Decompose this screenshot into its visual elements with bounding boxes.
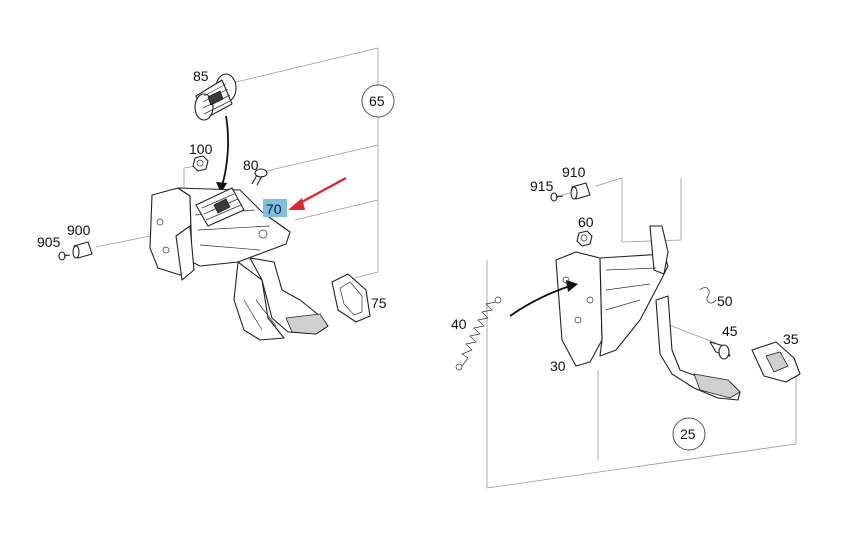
red-arrow-to-70	[288, 176, 347, 210]
label-80: 80	[243, 157, 259, 173]
label-75: 75	[371, 295, 387, 311]
arrow-40-to-bracket	[509, 280, 578, 317]
label-50: 50	[717, 293, 733, 309]
left-guide-lines	[57, 47, 379, 283]
callout-circle-25	[672, 417, 706, 451]
part-80-bolt[interactable]	[251, 168, 268, 186]
label-915: 915	[530, 178, 554, 194]
part-910-sleeve[interactable]	[570, 182, 591, 200]
part-85-assembly[interactable]	[194, 73, 237, 121]
part-100-nut[interactable]	[192, 155, 209, 172]
part-905-pin[interactable]	[58, 251, 71, 261]
part-50-clip[interactable]	[699, 287, 717, 304]
part-40-spring[interactable]	[455, 296, 502, 371]
label-45: 45	[722, 323, 738, 339]
label-30: 30	[550, 358, 566, 374]
label-65: 65	[369, 93, 385, 109]
part-915-pin[interactable]	[550, 192, 564, 202]
part-30-bracket-right[interactable]	[555, 225, 669, 367]
label-40: 40	[451, 316, 467, 332]
label-60: 60	[578, 214, 594, 230]
label-910: 910	[562, 164, 586, 180]
arrow-85-to-bracket	[216, 115, 229, 193]
label-900: 900	[67, 222, 91, 238]
part-900-sleeve[interactable]	[72, 241, 93, 259]
part-25-pedal-arm[interactable]	[655, 295, 741, 401]
part-45-bushing[interactable]	[709, 341, 731, 360]
part-35-pedal-pad[interactable]	[751, 341, 801, 383]
highlight-70	[263, 199, 287, 217]
label-70[interactable]: 70	[266, 201, 282, 217]
label-35: 35	[783, 331, 799, 347]
label-85: 85	[193, 68, 209, 84]
right-guide-lines	[486, 177, 797, 489]
pedal-bracket-left[interactable]	[149, 187, 329, 341]
part-labels: 85 65 100 80 70 900 905 75 910 915 60 50…	[37, 68, 799, 442]
label-905: 905	[37, 234, 61, 250]
part-75-pedal-pad[interactable]	[331, 273, 371, 323]
callout-circle-65	[361, 84, 395, 118]
part-60-nut[interactable]	[576, 230, 593, 247]
label-100: 100	[189, 141, 213, 157]
label-25: 25	[680, 426, 696, 442]
